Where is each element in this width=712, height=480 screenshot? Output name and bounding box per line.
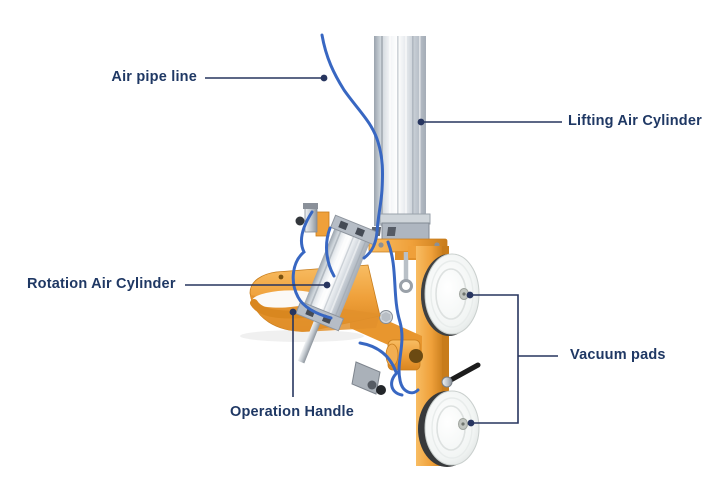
vacuum-pad-upper xyxy=(421,253,480,336)
label-lifting-air-cylinder: Lifting Air Cylinder xyxy=(568,113,702,129)
piston-rod-clevis xyxy=(351,361,386,395)
air-valve-fitting xyxy=(295,203,330,237)
rotation-air-cylinder xyxy=(295,214,379,364)
leader-rotation-air-cylinder xyxy=(185,281,331,289)
vacuum-pad-lower xyxy=(418,390,480,467)
lifting-air-cylinder xyxy=(354,36,431,242)
leader-air-pipe-line xyxy=(205,74,328,82)
leader-vacuum-pads xyxy=(466,291,558,427)
label-air-pipe-line: Air pipe line xyxy=(111,69,197,85)
label-operation-handle: Operation Handle xyxy=(230,404,355,420)
release-lever xyxy=(441,362,481,388)
air-pipes xyxy=(291,33,420,397)
label-vacuum-pads: Vacuum pads xyxy=(570,347,666,363)
leader-lifting-air-cylinder xyxy=(417,118,562,126)
label-rotation-air-cylinder: Rotation Air Cylinder xyxy=(27,276,176,292)
leader-operation-handle xyxy=(289,308,297,397)
leader-lines xyxy=(185,74,562,427)
